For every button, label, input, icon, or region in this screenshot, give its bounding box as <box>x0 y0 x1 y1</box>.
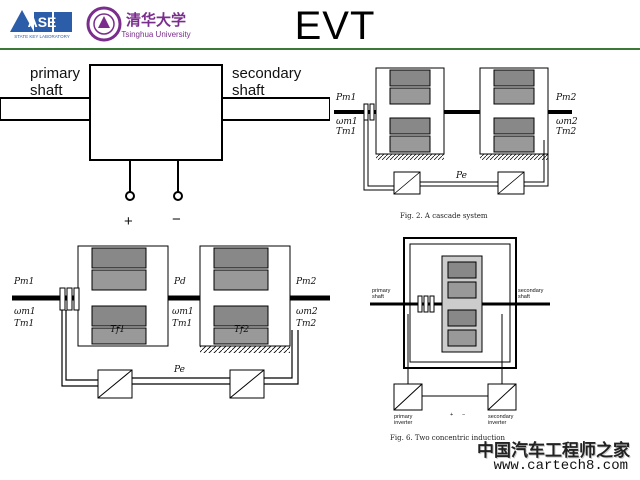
watermark-url: www.cartech8.com <box>493 458 628 474</box>
secondary-shaft-1: secondary <box>518 288 544 294</box>
logo-left-text: ASE <box>28 14 57 30</box>
tsinghua-logo: 清华大学 Tsinghua University <box>86 6 191 42</box>
pm1-large: Pm1 <box>13 277 34 287</box>
machine-1 <box>375 67 445 160</box>
pm1-label: Pm1 <box>335 93 356 103</box>
tm1-label: Tm1 <box>336 127 356 137</box>
secondary-inverter-1: secondary <box>488 414 514 420</box>
minus-terminal <box>173 191 183 201</box>
evt-box <box>89 64 223 161</box>
pm2-label: Pm2 <box>555 93 577 103</box>
primary-shaft-label-2: shaft <box>30 82 63 99</box>
fig2-caption: Fig. 2. A cascade system <box>400 212 488 220</box>
wm2-label: ωm2 <box>556 117 578 127</box>
evt-block-diagram: primary shaft secondary shaft + − <box>0 64 330 230</box>
plus-terminal <box>125 191 135 201</box>
primary-shaft <box>0 97 91 121</box>
dc-plus: + <box>450 412 453 418</box>
cascade-figure-small: Pm1 ωm1 Tm1 Pm2 ωm2 Tm2 Pe Fig. 2. A cas… <box>334 67 578 220</box>
wm1-label: ωm1 <box>336 117 358 127</box>
tm1-large: Tm1 <box>14 319 34 329</box>
secondary-inverter-2: inverter <box>488 420 507 426</box>
cascade-figure-large: Pm1 ωm1 Tm1 Pd ωm1 Tm1 Pm2 ωm2 Tm2 Tf1 T… <box>12 245 330 399</box>
machine-2 <box>479 67 549 160</box>
secondary-shaft-label-1: secondary <box>232 65 302 82</box>
tm2-label: Tm2 <box>556 127 577 137</box>
wm2-large: ωm2 <box>296 307 318 317</box>
dc-minus: − <box>462 412 465 418</box>
wm1b-large: ωm1 <box>172 307 194 317</box>
primary-shaft-2: shaft <box>372 294 384 300</box>
tf2-large: Tf2 <box>234 325 249 335</box>
secondary-shaft-label-2: shaft <box>232 82 265 99</box>
page-title: EVT <box>294 4 376 48</box>
fig6-caption: Fig. 6. Two concentric induction <box>390 434 505 442</box>
pe-large: Pe <box>173 365 185 375</box>
secondary-shaft-2: shaft <box>518 294 530 300</box>
tm2-large: Tm2 <box>296 319 317 329</box>
logo-left-sub: STATE KEY LABORATORY <box>14 34 70 39</box>
plus-label: + <box>124 213 133 230</box>
minus-label: − <box>172 211 181 228</box>
tm1b-large: Tm1 <box>172 319 192 329</box>
primary-shaft-1: primary <box>372 288 391 294</box>
machine-1-large <box>77 245 169 347</box>
machine-2-large <box>199 245 291 353</box>
primary-shaft-label-1: primary <box>30 65 81 82</box>
pe-label: Pe <box>455 171 467 181</box>
header-divider <box>0 48 640 50</box>
pm2-large: Pm2 <box>295 277 317 287</box>
ase-lab-logo: ASE STATE KEY LABORATORY <box>4 6 80 40</box>
pd-large: Pd <box>173 277 186 287</box>
primary-inverter-2: inverter <box>394 420 413 426</box>
concentric-figure: primary shaft secondary shaft primary in… <box>370 237 550 442</box>
primary-inverter-1: primary <box>394 414 413 420</box>
tf1-large: Tf1 <box>110 325 125 335</box>
secondary-shaft <box>221 97 330 121</box>
logo-right-cn: 清华大学 <box>126 11 186 29</box>
wm1-large: ωm1 <box>14 307 36 317</box>
logo-right-en: Tsinghua University <box>121 30 190 39</box>
watermark-cn: 中国汽车工程师之家 <box>477 441 630 460</box>
